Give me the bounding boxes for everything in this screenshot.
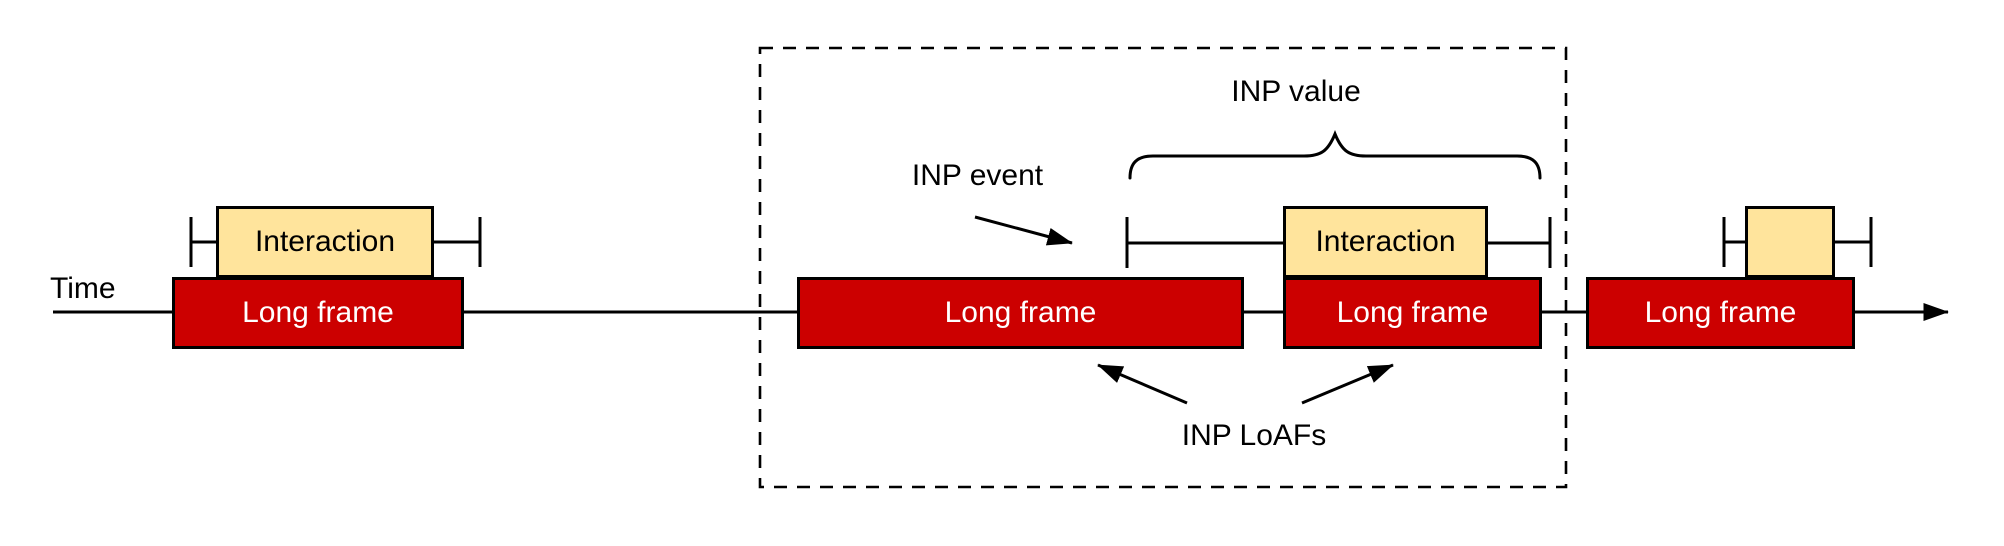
long-frame-box-3: Long frame [1283, 277, 1542, 349]
inp-loafs-arrow-left [1097, 363, 1188, 405]
interaction-box-3 [1745, 206, 1835, 278]
long-frame-label: Long frame [242, 296, 394, 329]
long-frame-box-1: Long frame [172, 277, 464, 349]
inp-event-arrow [974, 215, 1073, 246]
long-frame-box-2: Long frame [797, 277, 1244, 349]
long-frame-label: Long frame [944, 296, 1097, 329]
time-axis-label: Time [50, 272, 116, 305]
long-frame-label: Long frame [1644, 296, 1797, 329]
inp-event-label: INP event [911, 159, 1044, 192]
interaction-box-1: Interaction [216, 206, 434, 278]
inp-value-label: INP value [1231, 75, 1361, 108]
interaction-1-range-whiskers [189, 217, 482, 267]
inp-group-dashed-outline [758, 46, 1568, 489]
inp-loafs-arrow-right [1301, 363, 1394, 405]
inp-value-brace [1128, 130, 1542, 180]
inp-loafs-label: INP LoAFs [1181, 419, 1327, 452]
interaction-label: Interaction [1315, 225, 1456, 258]
long-frame-label: Long frame [1336, 296, 1489, 329]
interaction-box-2: Interaction [1283, 206, 1488, 278]
interaction-label: Interaction [254, 225, 396, 258]
long-frame-box-4: Long frame [1586, 277, 1855, 349]
inp-value-range-whiskers [1125, 217, 1552, 268]
interaction-3-range-whiskers [1722, 217, 1873, 267]
